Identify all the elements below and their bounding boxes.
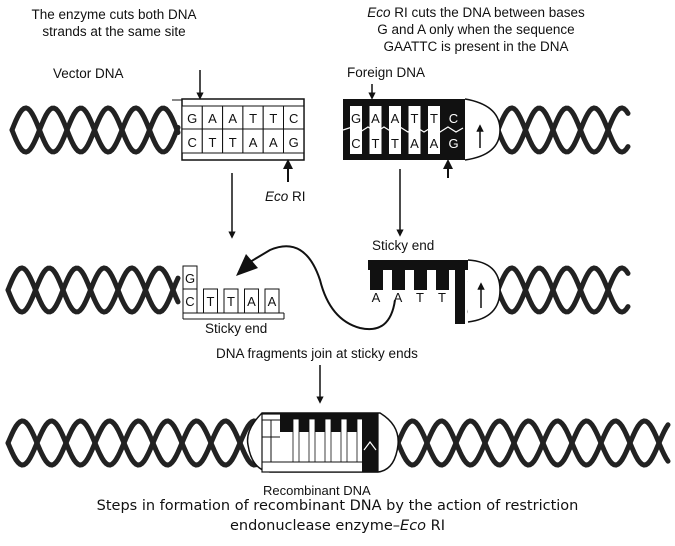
- eco-cuts-line1-rest: RI cuts the DNA between bases: [390, 5, 585, 20]
- vector-top-base: G: [187, 111, 197, 126]
- helix-strand: [5, 265, 181, 315]
- vector-bottom-base: T: [208, 135, 216, 150]
- vector-helix: [9, 105, 181, 155]
- vector-top-base: C: [289, 111, 298, 126]
- foreign-top-base: T: [430, 111, 438, 126]
- helix-strand: [395, 418, 671, 468]
- vector-sticky-bottom-base: C: [185, 294, 194, 309]
- helix-strand: [495, 265, 631, 315]
- helix-strand: [9, 105, 181, 155]
- foreign-sticky-base: T: [416, 290, 424, 305]
- foreign-top-base: A: [371, 111, 380, 126]
- vector-dna-label: Vector DNA: [53, 66, 124, 81]
- fragments-join-label: DNA fragments join at sticky ends: [216, 346, 418, 361]
- eco-ri-rest: RI: [288, 189, 306, 204]
- recombinant-left-helix: [5, 418, 265, 468]
- recombinant-tooth: [283, 414, 293, 432]
- sticky-end-left-label: Sticky end: [205, 321, 268, 336]
- helix-strand: [495, 105, 631, 155]
- recombinant-site: [246, 412, 399, 473]
- vector-sticky-bottom-base: T: [227, 294, 235, 309]
- recombinant-dna-label: Recombinant DNA: [263, 483, 371, 498]
- eco-cuts-note: Eco RI cuts the DNA between bases G and …: [340, 4, 612, 55]
- foreign-top-base: G: [351, 111, 361, 126]
- foreign-slot: [428, 106, 440, 154]
- helix-strand: [495, 105, 631, 155]
- foreign-top-base: T: [411, 111, 419, 126]
- foreign-helix: [495, 105, 631, 155]
- join-curve-arrow: [249, 245, 396, 331]
- enzyme-cuts-line2: strands at the same site: [42, 24, 186, 39]
- eco-cuts-line1: Eco RI cuts the DNA between bases: [340, 4, 612, 21]
- foreign-dna-label: Foreign DNA: [347, 65, 426, 80]
- vector-sticky-bottom-base: T: [207, 294, 215, 309]
- vector-bottom-base: A: [269, 135, 278, 150]
- vector-top-base: A: [208, 111, 217, 126]
- foreign-sticky-tooth: [370, 268, 383, 290]
- eco-ri-label: Eco RI: [265, 188, 306, 205]
- foreign-bottom-base: A: [410, 136, 419, 151]
- recombinant-tooth: [315, 414, 325, 432]
- foreign-sticky-tooth: [436, 268, 449, 290]
- vector-bottom-base: T: [229, 135, 237, 150]
- foreign-slot: [369, 106, 382, 154]
- helix-strand: [5, 418, 265, 468]
- recombinant-tooth: [299, 414, 309, 432]
- foreign-bottom-base: G: [448, 136, 458, 151]
- caption-line2-prefix: endonuclease enzyme–: [229, 518, 401, 534]
- foreign-top-base: A: [391, 111, 400, 126]
- foreign-bottom-base: A: [430, 136, 439, 151]
- caption-line1: Steps in formation of recombinant DNA by…: [96, 498, 579, 514]
- foreign-sticky-tooth: [414, 268, 427, 290]
- vector-cut-helix: [5, 265, 181, 315]
- vector-bottom-cell: [283, 128, 305, 154]
- vector-sticky-bottom-base: A: [247, 294, 256, 309]
- enzyme-cuts-note: The enzyme cuts both DNA strands at the …: [14, 6, 214, 40]
- vector-top-base: T: [249, 111, 257, 126]
- foreign-sticky-base: A: [372, 290, 381, 305]
- vector-top-base: T: [269, 111, 277, 126]
- foreign-bottom-base: C: [351, 136, 360, 151]
- caption-line2-suffix: RI: [426, 518, 446, 534]
- eco-ri-italic: Eco: [265, 189, 289, 204]
- foreign-sticky-base: A: [394, 290, 403, 305]
- foreign-cut-helix: [495, 265, 631, 315]
- recombinant-slot: [324, 418, 332, 463]
- foreign-sticky-end: AATTCG: [368, 259, 501, 324]
- eco-cuts-line2: G and A only when the sequence: [377, 22, 575, 37]
- foreign-top-base: C: [449, 111, 458, 126]
- recombinant-tooth: [347, 414, 357, 432]
- helix-strand: [5, 418, 265, 468]
- vector-bottom-base: A: [249, 135, 258, 150]
- foreign-slot: [408, 106, 421, 154]
- join-curve-arrowhead: [236, 254, 258, 276]
- vector-bottom-base: C: [187, 135, 196, 150]
- foreign-sticky-tooth: [392, 268, 405, 290]
- vector-sticky-bottom-base: A: [268, 294, 277, 309]
- recombinant-slot: [292, 418, 300, 463]
- foreign-bottom-base: T: [372, 136, 380, 151]
- recombinant-slot: [340, 418, 348, 463]
- eco-italic: Eco: [367, 5, 391, 20]
- recombinant-tooth: [331, 414, 341, 432]
- caption-line2: endonuclease enzyme–Eco RI: [0, 518, 675, 534]
- sticky-end-right-label: Sticky end: [372, 238, 435, 253]
- helices: [5, 105, 671, 468]
- caption-line2-italic: Eco: [400, 518, 427, 534]
- recombinant-slot: [308, 418, 316, 463]
- vector-top-base: A: [228, 111, 237, 126]
- foreign-sticky-base: T: [438, 290, 446, 305]
- helix-strand: [495, 265, 631, 315]
- vector-bottom-base: G: [289, 135, 299, 150]
- foreign-bottom-base: T: [391, 136, 399, 151]
- enzyme-cuts-line1: The enzyme cuts both DNA: [31, 7, 197, 22]
- vector-sticky-top-base: G: [185, 271, 195, 286]
- recombinant-right-helix: [395, 418, 671, 468]
- helix-strand: [395, 418, 671, 468]
- eco-cuts-line3: GAATTC is present in the DNA: [383, 39, 569, 54]
